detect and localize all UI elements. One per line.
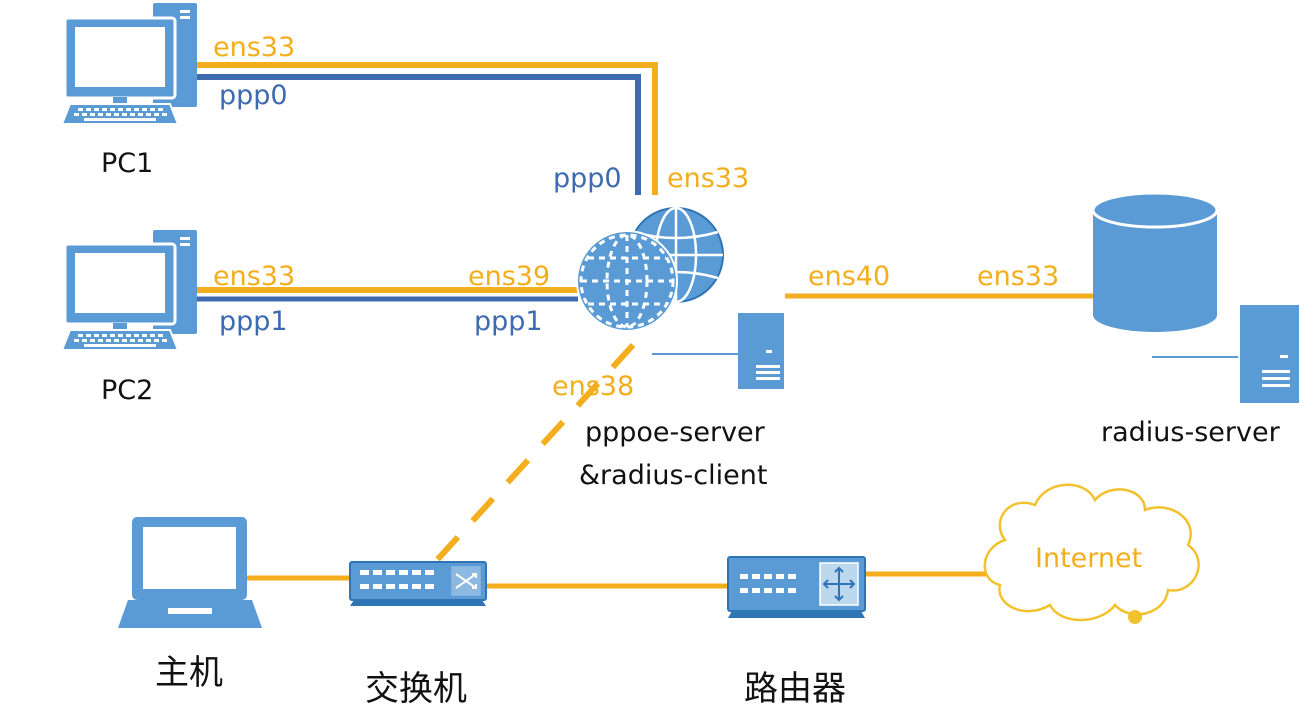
pc1-desktop-computer-icon [60, 3, 197, 125]
internet-cloud-icon [983, 483, 1200, 624]
pc2-desktop-computer-icon [60, 230, 197, 351]
internet-label: Internet [1035, 543, 1143, 574]
radius-server-tower-icon [1152, 303, 1301, 405]
switch-label: 交换机 [365, 669, 467, 709]
server-ppp0-label: ppp0 [553, 163, 622, 194]
server-ens33-label: ens33 [667, 163, 750, 194]
pc1-label: PC1 [101, 148, 154, 179]
pc1-ppp0-label: ppp0 [219, 80, 288, 111]
router-icon [727, 556, 866, 618]
pc1-ppp0-link [197, 74, 641, 195]
pc1-ens33-label: ens33 [213, 32, 296, 63]
pppoe-server-tower-icon [652, 313, 784, 389]
radius-ens33-label: ens33 [977, 261, 1060, 292]
radius-server-label: radius-server [1101, 417, 1280, 448]
radius-client-label: &radius-client [579, 460, 768, 491]
switch-icon [349, 561, 487, 606]
router-label: 路由器 [744, 669, 846, 709]
radius-database-cylinder-icon [1091, 191, 1219, 332]
radius-client-globe-icon [576, 230, 678, 332]
server-ens40-label: ens40 [808, 261, 891, 292]
pppoe-server-label: pppoe-server [585, 417, 765, 448]
pc1-ens33-link [197, 62, 658, 195]
server-ens38-label: ens38 [552, 371, 635, 402]
server-ppp1-label: ppp1 [474, 306, 543, 337]
server-ens39-label: ens39 [468, 261, 551, 292]
pc2-ens33-label: ens33 [213, 261, 296, 292]
pc2-ppp1-label: ppp1 [219, 306, 288, 337]
host-laptop-icon [118, 517, 262, 628]
pc2-label: PC2 [101, 375, 154, 406]
host-label: 主机 [155, 653, 223, 693]
